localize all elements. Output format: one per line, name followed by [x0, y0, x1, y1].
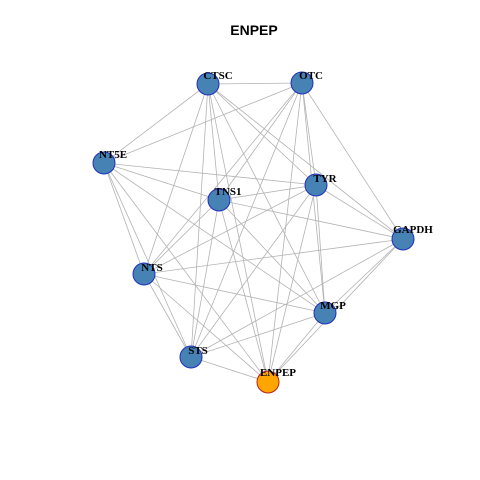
node-mgp: MGP [313, 300, 346, 325]
node-circle-nts [132, 262, 156, 286]
node-nts: NTS [132, 262, 163, 286]
edge-tyr-gapdh [315, 184, 404, 240]
edge-ctsc-otc [207, 82, 303, 85]
node-circle-enpep [256, 370, 280, 394]
node-label-nts: NTS [141, 262, 162, 274]
edge-nts-sts [143, 273, 192, 358]
edge-tyr-sts [190, 184, 317, 358]
edge-ctsc-nts [143, 83, 209, 275]
edge-nt5e-enpep [103, 162, 269, 383]
edge-otc-sts [190, 82, 303, 358]
edge-ctsc-enpep [207, 83, 269, 383]
edge-otc-tns1 [218, 82, 303, 201]
node-ctsc: CTSC [196, 70, 233, 96]
edge-nt5e-sts [103, 162, 192, 358]
edge-nt5e-mgp [103, 162, 326, 314]
edge-ctsc-mgp [207, 83, 326, 314]
edge-tyr-mgp [315, 184, 326, 314]
edge-tns1-enpep [218, 199, 269, 383]
node-circle-tyr [304, 173, 328, 197]
edge-otc-gapdh [301, 82, 404, 240]
edge-otc-tyr [301, 82, 317, 186]
node-label-gapdh: GAPDH [393, 224, 433, 236]
node-label-enpep: ENPEP [260, 367, 296, 379]
edge-ctsc-tns1 [207, 83, 220, 201]
edge-ctsc-sts [190, 83, 209, 358]
diagram-title: ENPEP [230, 22, 277, 38]
edge-otc-enpep [267, 82, 303, 383]
node-circle-ctsc [196, 72, 220, 96]
node-otc: OTC [290, 70, 323, 95]
node-tyr: TYR [304, 173, 338, 197]
edge-nt5e-tns1 [103, 162, 220, 201]
edge-sts-enpep [190, 356, 269, 383]
edge-gapdh-nts [143, 238, 404, 275]
node-label-tns1: TNS1 [215, 186, 242, 198]
node-nt5e: NT5E [92, 149, 127, 175]
node-label-sts: STS [188, 345, 208, 357]
node-label-nt5e: NT5E [99, 149, 127, 161]
edge-nts-mgp [143, 273, 326, 314]
edge-ctsc-gapdh [207, 83, 404, 240]
edge-nt5e-nts [103, 162, 145, 275]
node-enpep: ENPEP [256, 367, 296, 394]
node-circle-sts [179, 345, 203, 369]
node-label-mgp: MGP [320, 300, 346, 312]
node-tns1: TNS1 [207, 186, 242, 212]
edge-ctsc-nt5e [103, 83, 209, 164]
node-circle-otc [290, 71, 314, 95]
edge-gapdh-mgp [324, 238, 404, 314]
edge-nts-enpep [143, 273, 269, 383]
edge-tyr-tns1 [218, 184, 317, 201]
node-circle-tns1 [207, 188, 231, 212]
node-label-ctsc: CTSC [203, 70, 232, 82]
edge-mgp-enpep [267, 312, 326, 383]
edge-tns1-sts [190, 199, 220, 358]
node-label-tyr: TYR [313, 173, 337, 185]
edge-otc-mgp [301, 82, 326, 314]
node-gapdh: GAPDH [391, 224, 433, 251]
edge-nt5e-tyr [103, 162, 317, 186]
edge-otc-nts [143, 82, 303, 275]
edge-layer [103, 82, 404, 383]
node-circle-gapdh [391, 227, 415, 251]
edge-otc-nt5e [103, 82, 303, 164]
edge-mgp-sts [190, 312, 326, 358]
node-label-otc: OTC [299, 70, 323, 82]
node-circle-mgp [313, 301, 337, 325]
edge-gapdh-sts [190, 238, 404, 358]
edge-tyr-enpep [267, 184, 317, 383]
node-sts: STS [179, 345, 208, 369]
edge-ctsc-tyr [207, 83, 317, 186]
node-circle-nt5e [92, 151, 116, 175]
edge-tyr-nts [143, 184, 317, 275]
edge-tns1-nts [143, 199, 220, 275]
edge-tns1-gapdh [218, 199, 404, 240]
